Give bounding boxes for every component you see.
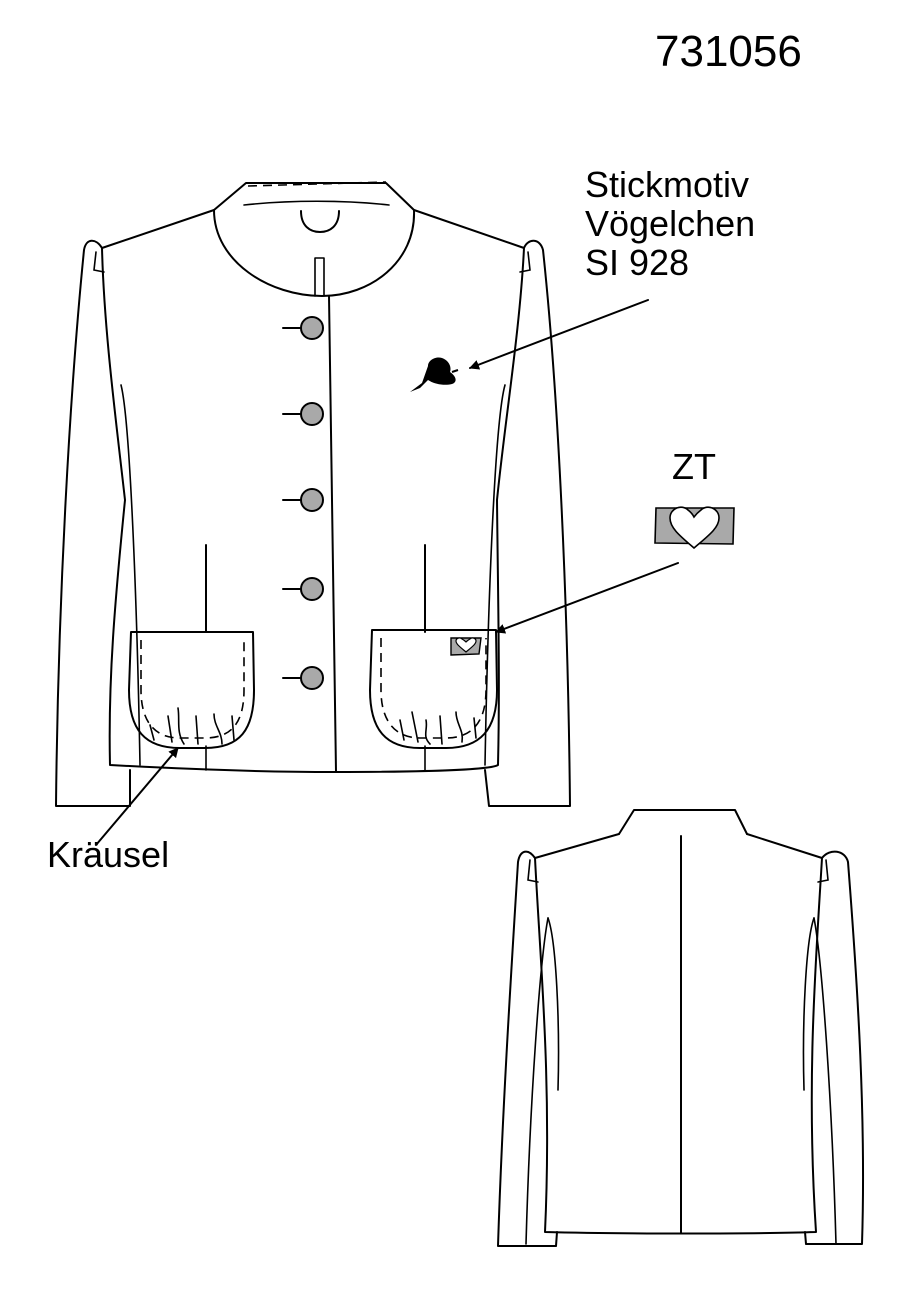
center-front-line [328,295,337,773]
front-left-sleeve [55,239,131,807]
button [300,577,324,601]
back-collar [618,809,748,835]
left-pocket [128,631,255,749]
heart-icon [455,637,477,653]
jacket-back-view [497,809,865,1247]
gathering-callout: Kräusel [47,834,170,875]
right-pocket [369,629,498,749]
tag-detail [654,506,735,550]
front-body-outline [101,209,525,773]
button [300,316,324,340]
embroidery-callout: Stickmotiv Vögelchen SI 928 [585,164,756,283]
gathering-arrow [95,747,179,846]
front-buttons [282,316,324,690]
front-right-sleeve [484,239,571,807]
back-left-sleeve [497,850,558,1247]
jacket-front-view [55,181,571,807]
embroidery-label-line3: SI 928 [585,241,690,283]
embroidery-label-line1: Stickmotiv [585,164,750,205]
bird-icon [410,357,459,392]
embroidery-arrow [469,299,649,370]
tag-callout: ZT [672,446,716,487]
button [300,666,324,690]
stand-collar [213,182,416,297]
back-body-outline [534,833,823,1235]
button [300,488,324,512]
button [300,402,324,426]
article-number: 731056 [655,27,802,76]
tag-arrow [495,562,679,634]
embroidery-label-line2: Vögelchen [585,202,756,244]
heart-icon [669,506,720,550]
back-right-sleeve [804,850,865,1245]
